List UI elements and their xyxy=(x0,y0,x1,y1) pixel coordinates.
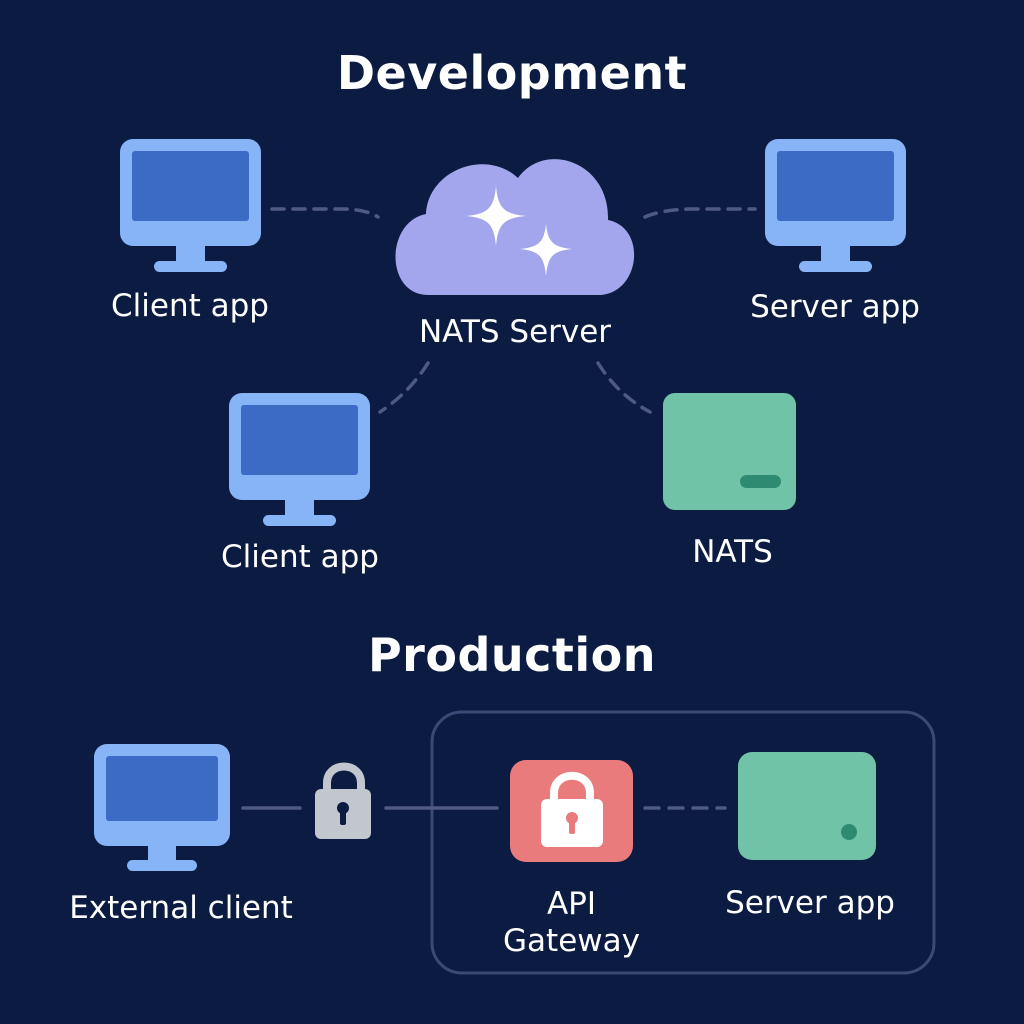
server-app-prod-label: Server app xyxy=(725,885,895,921)
nats-indicator-bar xyxy=(740,475,781,488)
nats-label: NATS xyxy=(692,534,773,570)
connector-cloud-to-client-bottom xyxy=(378,361,430,414)
production-title: Production xyxy=(367,628,657,682)
api-gateway-label-line1: API xyxy=(546,886,597,922)
client-app-bottom-label: Client app xyxy=(221,539,379,575)
server-status-dot xyxy=(841,824,857,840)
nats-server-cloud-icon[interactable] xyxy=(395,159,635,295)
development-title: Development xyxy=(336,46,688,100)
client-app-bottom-monitor-icon[interactable] xyxy=(229,393,370,526)
connector-cloud-to-nats xyxy=(596,361,652,414)
api-gateway-label-line2: Gateway xyxy=(503,923,640,959)
server-app-top-label: Server app xyxy=(750,289,920,325)
api-gateway-icon[interactable] xyxy=(510,760,633,862)
sparkle-large-icon xyxy=(466,186,526,246)
connector-client-to-cloud xyxy=(270,207,380,219)
dev-connectors xyxy=(270,207,757,414)
connector-cloud-to-server xyxy=(643,207,757,219)
server-app-prod-box-icon[interactable] xyxy=(738,752,876,860)
sparkle-small-icon xyxy=(520,224,572,276)
nats-server-box-icon[interactable] xyxy=(663,393,796,510)
production-cluster-border xyxy=(430,710,936,975)
gateway-lock-icon xyxy=(541,771,603,847)
server-app-top-monitor-icon[interactable] xyxy=(765,139,906,272)
client-app-top-label: Client app xyxy=(111,288,269,324)
external-client-label: External client xyxy=(69,890,293,926)
lock-icon xyxy=(315,762,371,839)
external-client-monitor-icon[interactable] xyxy=(94,744,230,871)
nats-server-label: NATS Server xyxy=(418,314,612,350)
client-app-top-monitor-icon[interactable] xyxy=(120,139,261,272)
